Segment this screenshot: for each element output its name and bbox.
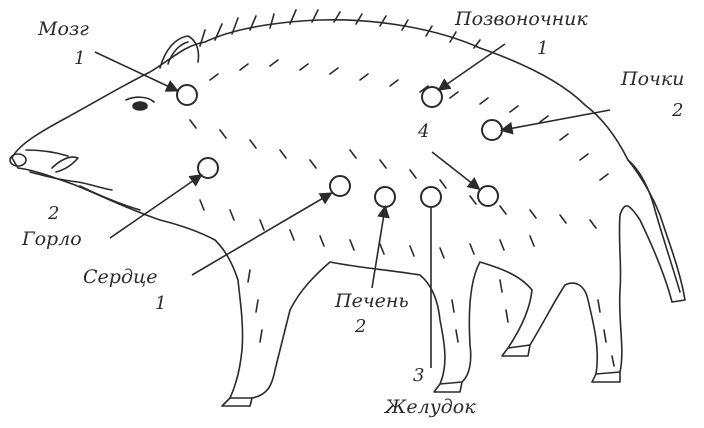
liver-label: Печень: [335, 292, 409, 311]
spine-label: Позвоночник: [455, 10, 588, 29]
throat-number: 2: [48, 205, 59, 223]
kidneys-label: Почки: [621, 70, 684, 89]
throat-leader-line: [110, 176, 200, 238]
unnamed-number: 4: [418, 123, 429, 141]
throat-label: Горло: [22, 230, 82, 249]
spine-number: 1: [537, 40, 548, 58]
liver-number: 2: [355, 318, 366, 336]
boar-hoof: [222, 398, 252, 406]
throat-target-circle: [198, 158, 218, 178]
stomach-target-circle: [421, 187, 441, 207]
boar-tusk: [52, 157, 78, 172]
brain-target-circle: [177, 85, 197, 105]
stomach-label: Желудок: [385, 398, 476, 417]
heart-target-circle: [330, 176, 350, 196]
kidneys-target-circle: [482, 120, 502, 140]
liver-target-circle: [375, 187, 395, 207]
kidneys-number: 2: [672, 102, 683, 120]
unnamed-target-circle: [478, 186, 498, 206]
unnamed-leader-line: [432, 152, 478, 188]
liver-leader-line: [372, 208, 385, 288]
heart-label: Сердце: [83, 268, 158, 287]
stomach-number: 3: [413, 367, 424, 385]
spine-leader-line: [440, 44, 505, 89]
boar-body-outline: [12, 20, 685, 398]
boar-tail: [628, 160, 680, 292]
boar-eye: [133, 102, 147, 110]
kidneys-leader-line: [503, 110, 610, 130]
brain-number: 1: [74, 50, 85, 68]
brain-label: Мозг: [38, 20, 89, 39]
heart-number: 1: [155, 295, 166, 313]
heart-leader-line: [192, 194, 330, 275]
spine-target-circle: [422, 87, 442, 107]
